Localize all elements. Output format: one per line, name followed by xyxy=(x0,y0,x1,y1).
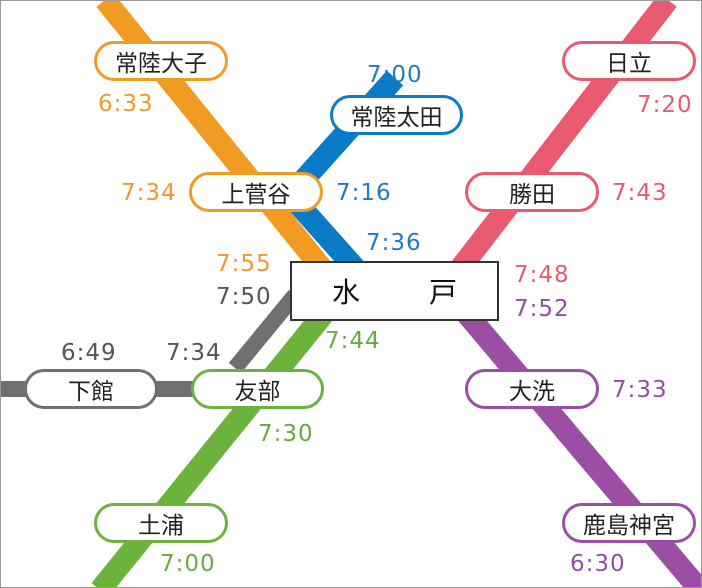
station-hitachi-ota: 常陸太田 xyxy=(330,95,463,135)
time-tomobe-gray: 7:34 xyxy=(166,340,222,366)
purple-line xyxy=(446,292,702,588)
station-katsuta: 勝田 xyxy=(465,172,599,212)
time-hitachi-departure: 7:20 xyxy=(637,92,693,118)
station-shimodate: 下館 xyxy=(24,369,158,409)
time-mito-orange-arrival: 7:55 xyxy=(216,251,272,277)
time-mito-blue-arrival: 7:36 xyxy=(366,230,422,256)
time-kashima-jingu-departure: 6:30 xyxy=(570,551,626,577)
station-mito-hub: 水 戸 xyxy=(290,261,499,321)
time-hitachi-ota-departure: 7:00 xyxy=(367,62,423,88)
time-katsuta: 7:43 xyxy=(612,180,668,206)
station-kamisugaya: 上菅谷 xyxy=(189,172,323,212)
station-tsuchiura: 土浦 xyxy=(94,503,228,543)
time-tomobe-green: 7:30 xyxy=(258,421,314,447)
station-hitachi-daigo: 常陸大子 xyxy=(94,41,228,81)
gray-line-diagonal xyxy=(228,289,302,374)
time-kamisugaya-orange: 7:34 xyxy=(121,180,177,206)
station-oarai: 大洗 xyxy=(465,369,599,409)
time-hitachi-daigo-departure: 6:33 xyxy=(98,91,154,117)
time-oarai: 7:33 xyxy=(612,377,668,403)
time-shimodate-departure: 6:49 xyxy=(61,340,117,366)
station-kashima-jingu: 鹿島神宮 xyxy=(562,503,696,543)
station-hitachi: 日立 xyxy=(562,41,696,81)
time-kamisugaya-blue: 7:16 xyxy=(336,180,392,206)
blue-line-lower xyxy=(290,197,364,276)
time-tsuchiura-departure: 7:00 xyxy=(160,551,216,577)
time-mito-green-arrival: 7:44 xyxy=(325,328,381,354)
station-tomobe: 友部 xyxy=(191,369,324,409)
time-mito-pink-arrival: 7:48 xyxy=(514,262,570,288)
time-mito-gray-arrival: 7:50 xyxy=(216,284,272,310)
time-mito-purple-arrival: 7:52 xyxy=(514,296,570,322)
